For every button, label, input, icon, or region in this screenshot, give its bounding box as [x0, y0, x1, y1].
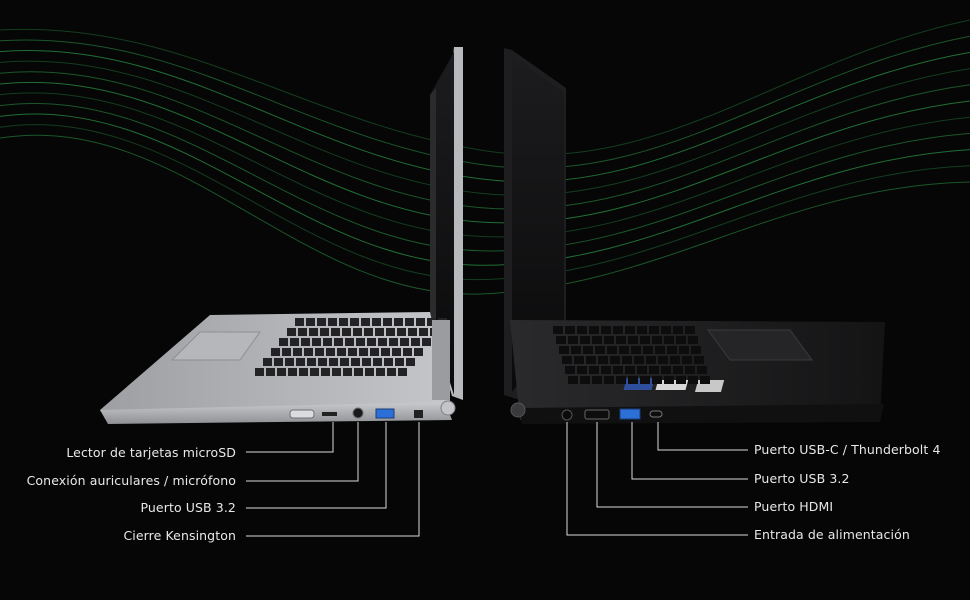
label-usbc: Puerto USB-C / Thunderbolt 4: [754, 442, 941, 457]
power-button: [289, 409, 315, 419]
usbc-port: [649, 410, 663, 418]
label-usb-left: Puerto USB 3.2: [140, 500, 236, 515]
label-kensington: Cierre Kensington: [123, 528, 236, 543]
usb-port-right: [619, 408, 641, 420]
black-laptop: [504, 48, 885, 424]
label-microsd: Lector de tarjetas microSD: [66, 445, 236, 460]
kensington-slot: [414, 410, 423, 418]
power-jack: [561, 409, 573, 421]
label-hdmi: Puerto HDMI: [754, 499, 834, 514]
callout-lines: [246, 422, 748, 537]
label-power: Entrada de alimentación: [754, 527, 910, 542]
silver-laptop: [100, 47, 463, 424]
hdmi-port: [584, 409, 610, 420]
microsd-slot: [322, 412, 337, 416]
usb-port-left: [375, 408, 395, 419]
audio-jack: [352, 407, 364, 419]
black-laptop-keyboard: [553, 326, 710, 384]
label-usb-right: Puerto USB 3.2: [754, 471, 850, 486]
label-audio-jack: Conexión auriculares / micrófono: [26, 473, 236, 488]
green-wave-lines: [0, 19, 970, 295]
